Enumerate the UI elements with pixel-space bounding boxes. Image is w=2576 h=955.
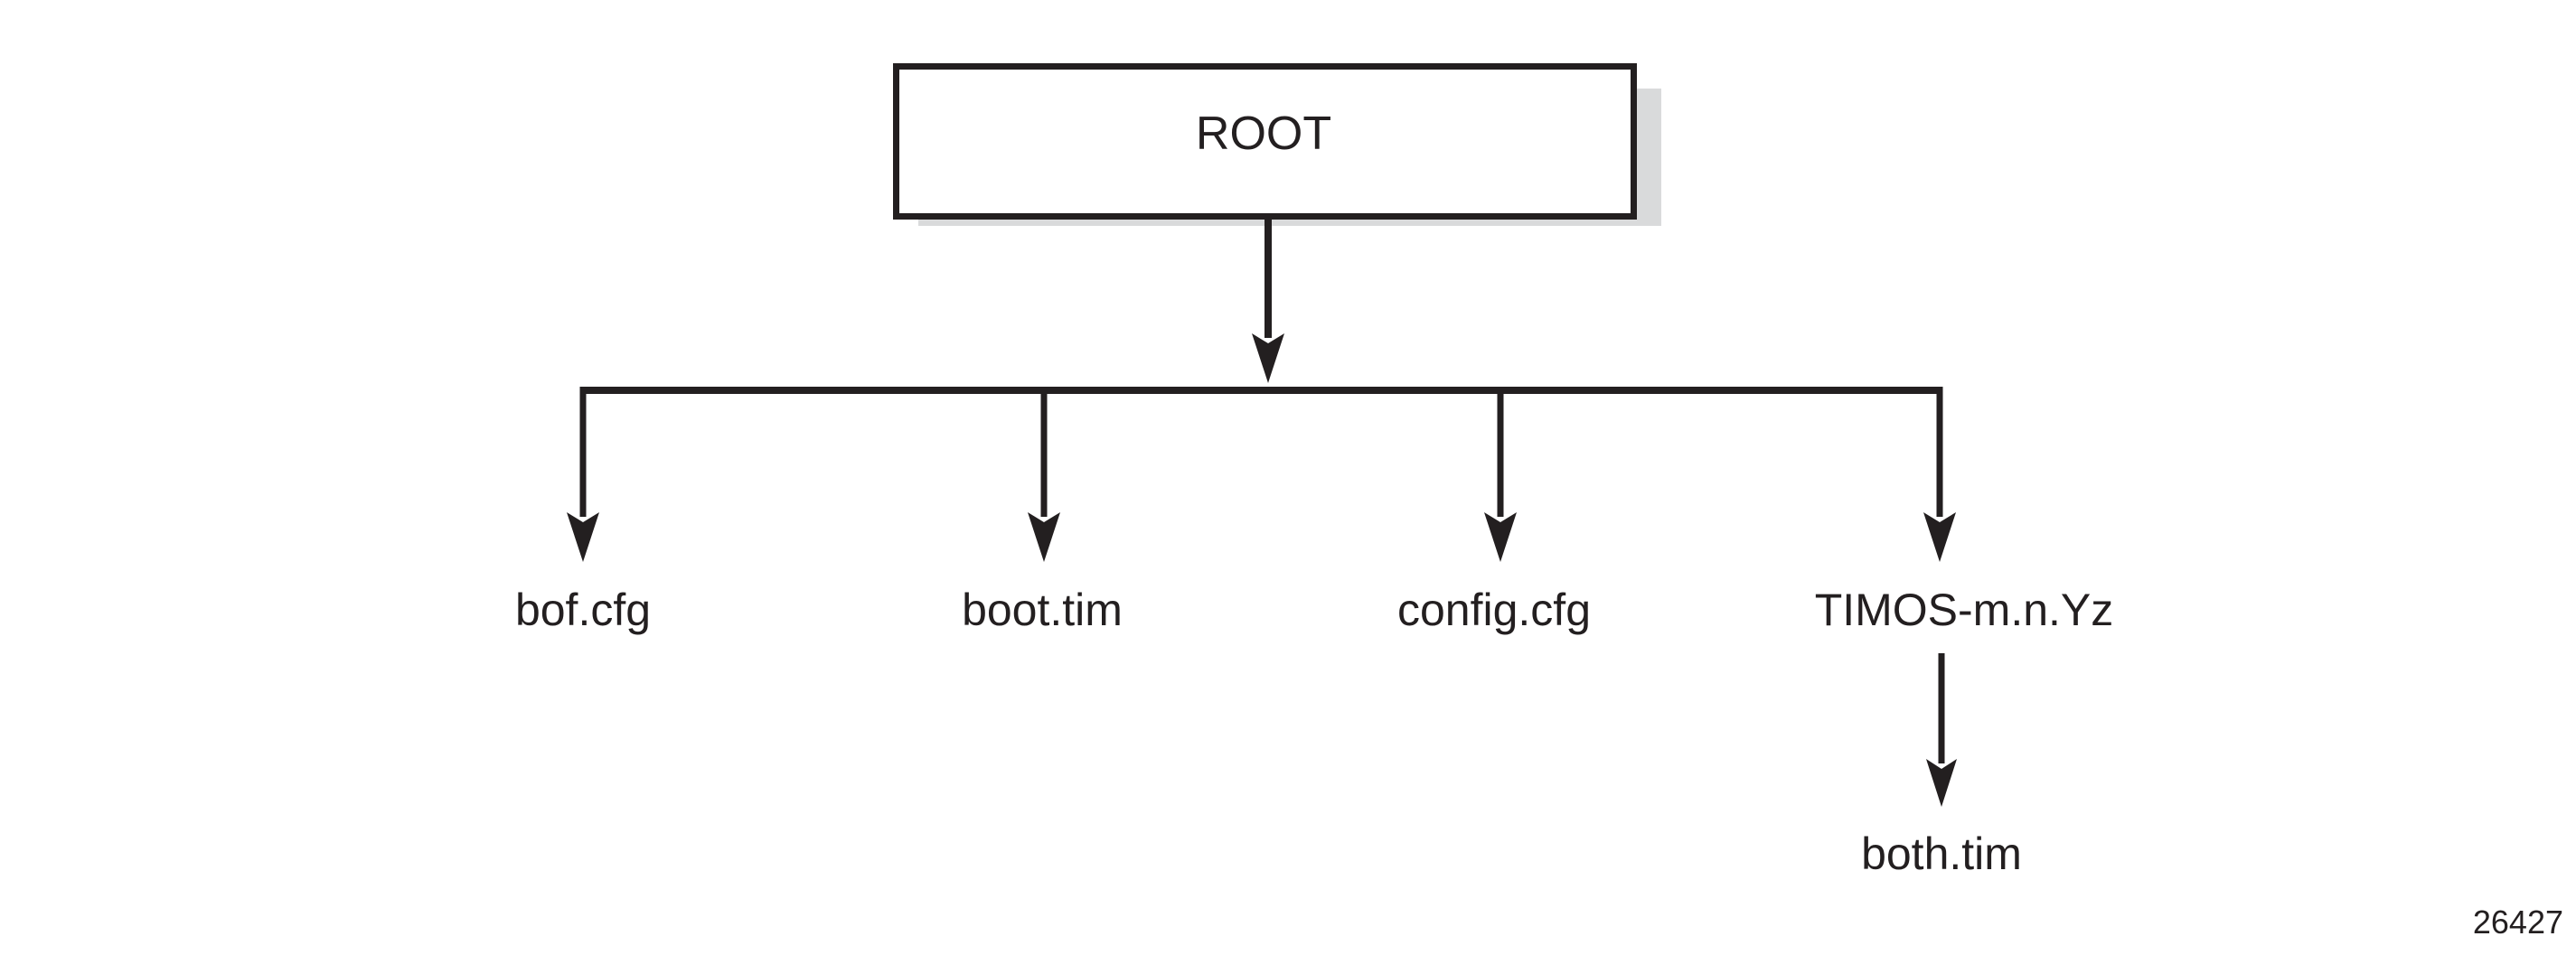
- root-box: [893, 63, 1637, 220]
- node-label-config-cfg: config.cfg: [1396, 585, 1592, 635]
- node-label-both-tim: both.tim: [1861, 829, 2022, 879]
- branch-arrowhead-both-tim: [1926, 759, 1957, 807]
- figure-number: 26427: [2472, 904, 2563, 941]
- branch-arrowhead-timos: [1923, 512, 1956, 562]
- node-label-bof-cfg: bof.cfg: [514, 585, 652, 635]
- node-label-boot-tim: boot.tim: [962, 585, 1123, 635]
- node-label-timos: TIMOS-m.n.Yz: [1814, 585, 2114, 635]
- branch-arrowhead-config-cfg: [1484, 512, 1517, 562]
- branch-arrowhead-boot-tim: [1028, 512, 1060, 562]
- branch-arrowhead-bof-cfg: [567, 512, 599, 562]
- root-to-bus-arrowhead: [1252, 333, 1284, 383]
- root-node-label: ROOT: [1195, 108, 1332, 160]
